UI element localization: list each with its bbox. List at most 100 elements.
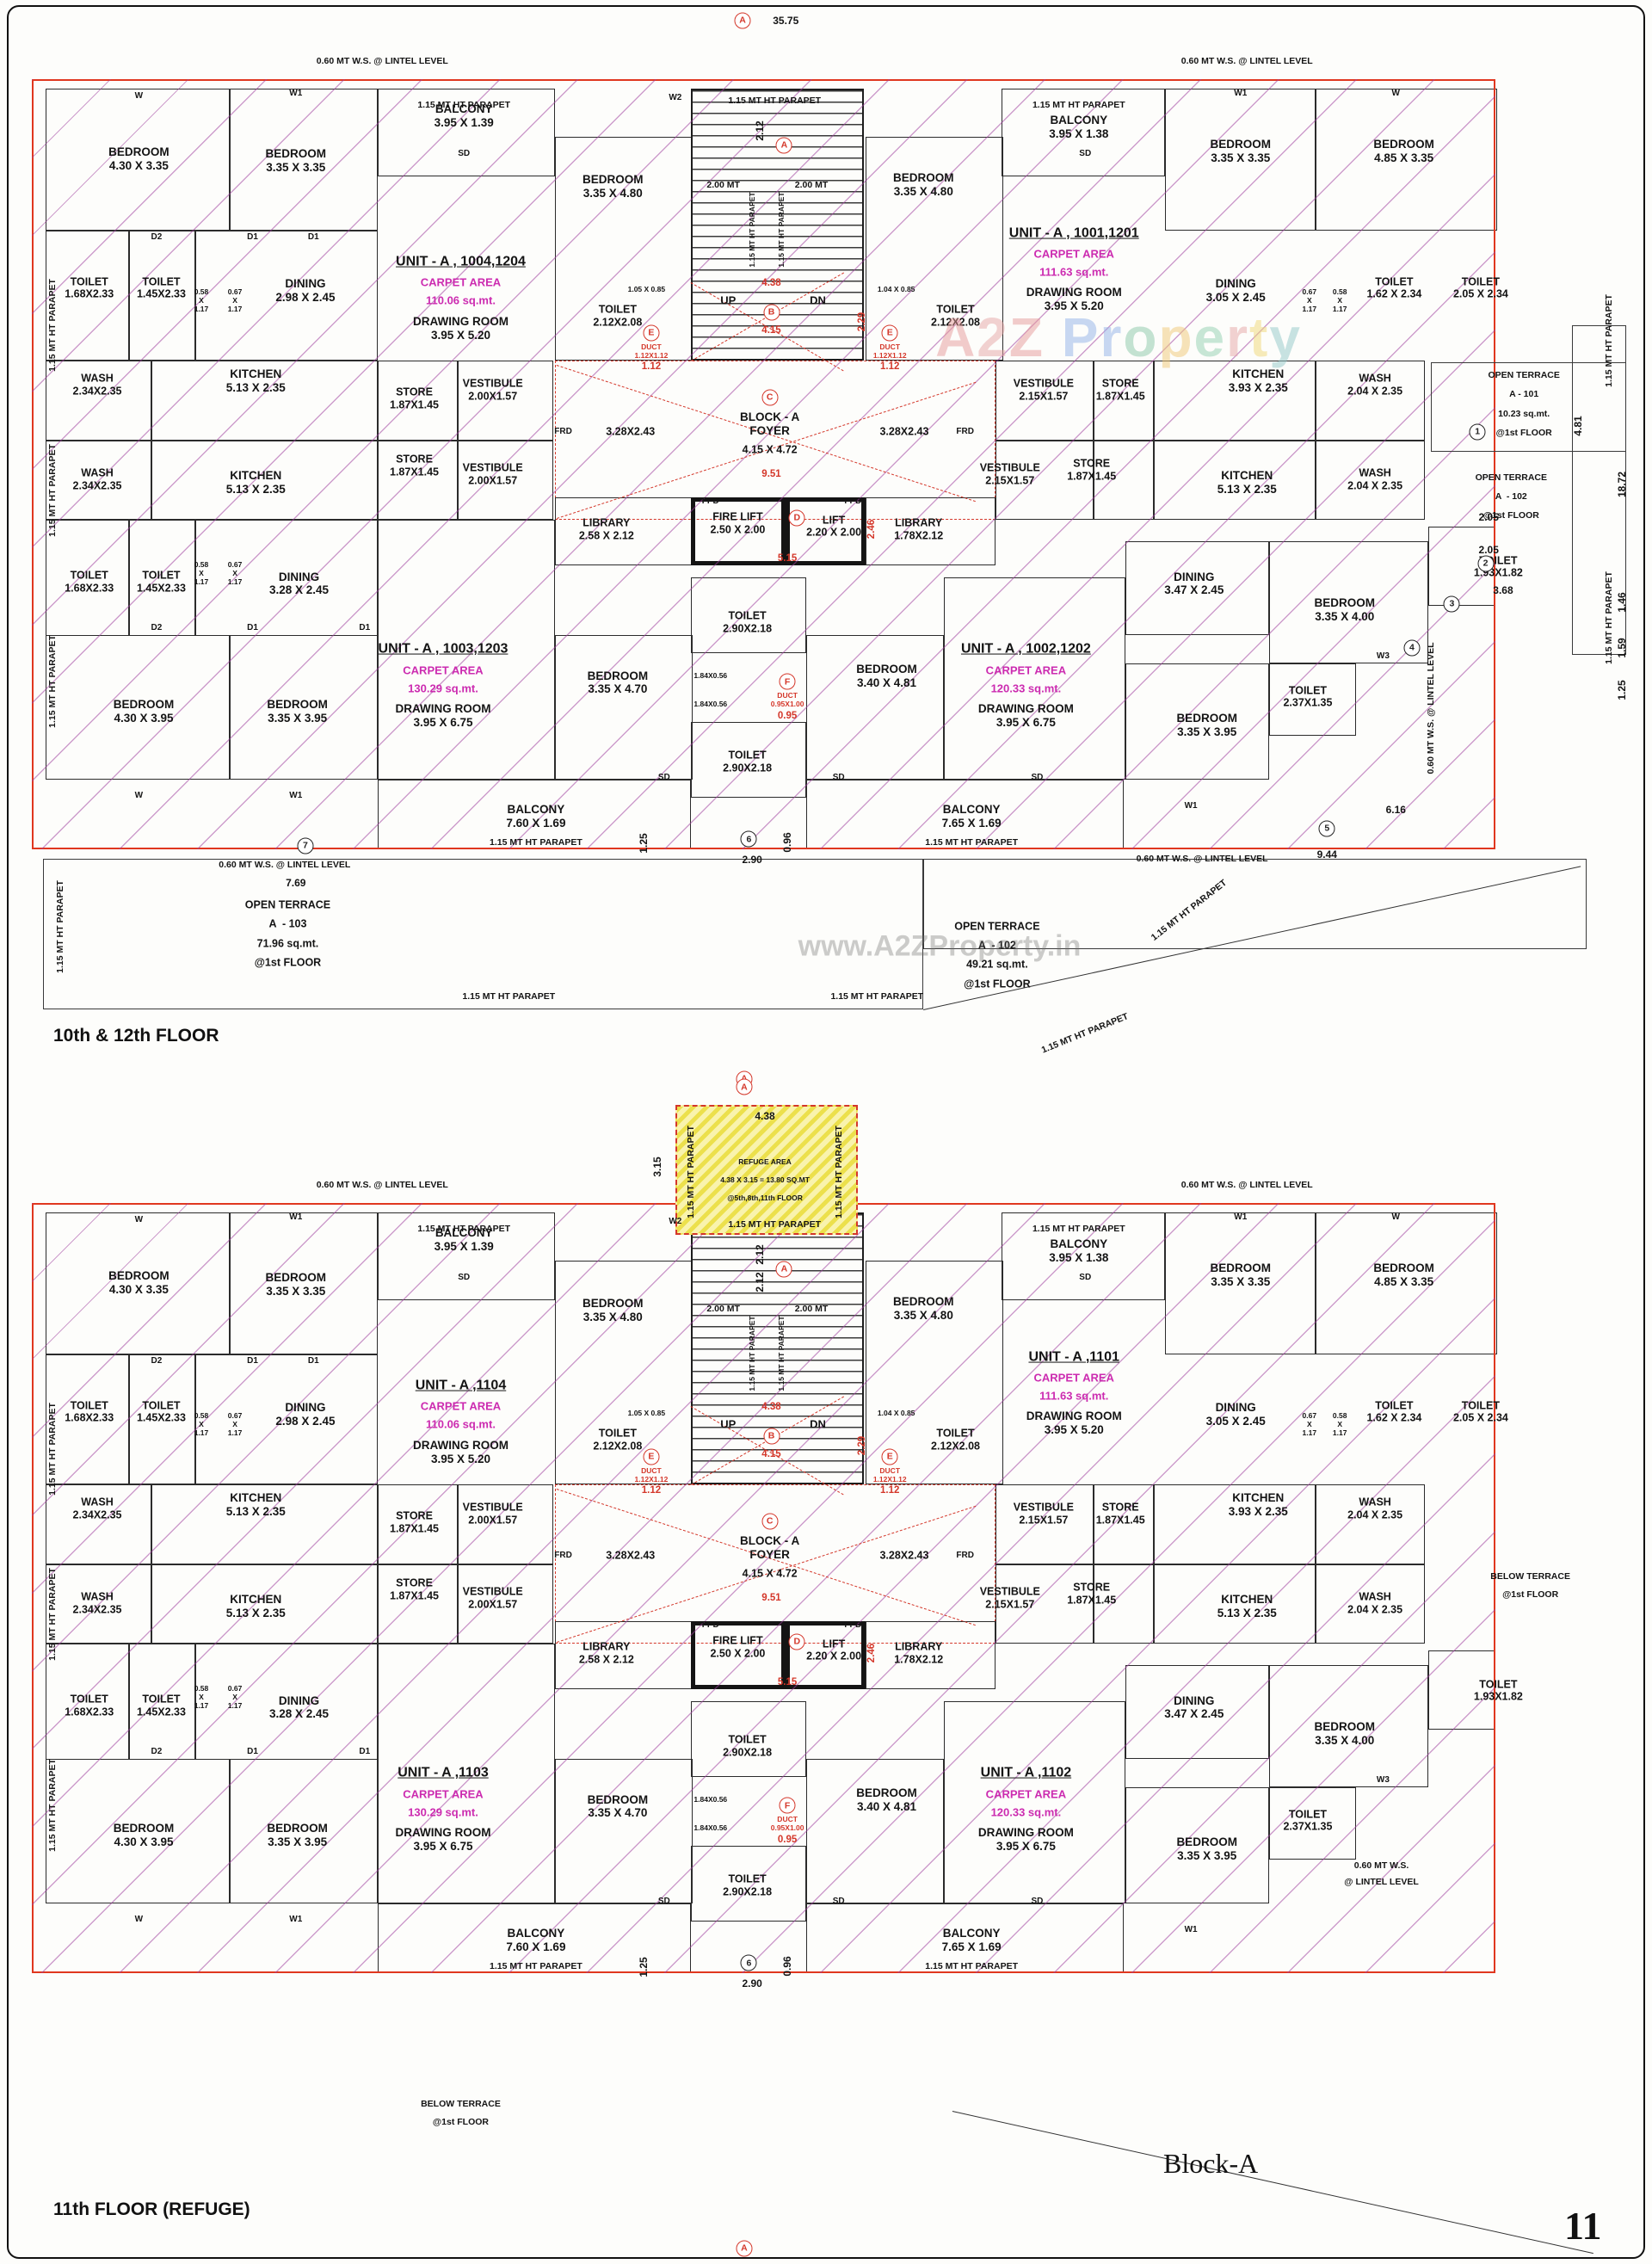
plan-label: FPD [844,497,862,507]
plan-label: SD [458,148,471,158]
plan-label: WASH 2.34X2.35 [72,1496,122,1521]
plan-label: TOILET 1.68X2.33 [65,569,114,595]
plan-label: KITCHEN 5.13 X 2.35 [225,1593,286,1619]
plan-label: BEDROOM 3.35 X 3.95 [1176,712,1237,739]
plan-label: DRAWING ROOM 3.95 X 5.20 [1026,286,1122,313]
plan-label: @ LINTEL LEVEL [1344,1877,1419,1888]
plan-label: 18.72 [1615,472,1628,498]
plan-label: 3.68 [1493,583,1513,596]
plan-label: 1.15 MT HT PARAPET [833,1126,844,1219]
plan-label: D2 [151,623,163,633]
plan-label: 0.60 MT W.S. @ LINTEL LEVEL [316,55,448,66]
plan-label: BEDROOM 3.35 X 3.35 [265,1271,327,1299]
plan-label: W [134,1215,144,1225]
plan-label: DINING 3.47 X 2.45 [1164,1693,1224,1721]
plan-label: DN [810,1417,826,1431]
plan-label: 1.15 MT HT PARAPET [490,836,583,848]
plan-label: C [761,389,779,406]
plan-label: SD [1031,772,1044,782]
plan-label: TOILET 2.37X1.35 [1283,683,1333,709]
plan-label: UP [720,293,737,307]
plan-label: STORE 1.87X1.45 [1095,1501,1145,1527]
plan-label: 1.15 MT HT PARAPET [776,191,786,268]
plan-label: DUCT 1.12X1.12 [634,342,669,360]
plan-label: BEDROOM 3.40 X 4.81 [856,663,917,690]
plan-label: 10.23 sq.mt. [1498,408,1550,419]
plan-label: 3 [1443,595,1460,613]
plan-label: 4.38 X 3.15 = 13.80 SQ.MT [720,1175,810,1184]
plan-label: SD [657,1896,670,1906]
plan-label: 3.28X2.43 [606,425,656,438]
plan-label: D2 [151,1356,163,1366]
plan-label: BEDROOM 3.35 X 3.35 [265,147,327,175]
plan-label: 0.67 X 1.17 [227,1411,243,1438]
plan-label: 1.59 [1615,638,1628,658]
plan-label: OPEN TERRACE [1488,369,1560,380]
plan-label: BEDROOM 4.30 X 3.35 [108,145,170,172]
plan-label: TOILET 2.05 X 2.34 [1452,275,1508,300]
plan-label: BALCONY 3.95 X 1.38 [1049,1237,1109,1264]
plan-label: KITCHEN 3.93 X 2.35 [1228,367,1288,395]
plan-label: W3 [1376,651,1390,661]
plan-label: CARPET AREA [985,663,1067,677]
plan-label: @1st FLOOR [1482,510,1539,521]
plan-label: UNIT - A ,1101 [1028,1349,1119,1365]
plan-label: 2.29 [856,312,867,332]
plan-label: A [734,12,751,29]
plan-label: 1.15 MT HT PARAPET [1603,571,1614,664]
plan-label: 2.00 MT [794,179,829,190]
plan-label: VESTIBULE 2.00X1.57 [462,461,523,487]
plan-label: LIBRARY 1.78X2.12 [894,516,944,542]
plan-label: FRD [956,1550,974,1560]
plan-label: 1 [1469,423,1486,441]
plan-label: FRD [956,426,974,436]
plan-label: BEDROOM 3.35 X 3.95 [267,698,328,725]
plan-label: BEDROOM 4.30 X 3.35 [108,1269,170,1296]
plan-label: BEDROOM 4.85 X 3.35 [1373,138,1434,165]
plan-label: STORE 1.87X1.45 [390,386,439,411]
plan-label: D1 [247,1356,258,1366]
plan-label: A - 103 [268,917,307,930]
plan-label: 49.21 sq.mt. [966,958,1028,971]
plan-label: 4.15 X 4.72 [742,443,798,456]
plan-label: VESTIBULE 2.15X1.57 [979,461,1040,487]
plan-label: DINING 2.98 X 2.45 [275,1401,336,1428]
plan-label: 0.60 MT W.S. @ LINTEL LEVEL [316,1179,448,1190]
plan-label: VESTIBULE 2.15X1.57 [979,1585,1040,1611]
plan-label: 1.12 [641,361,662,373]
plan-label: W [1391,1212,1401,1223]
plan-label: DINING 3.05 X 2.45 [1205,1401,1266,1428]
plan-label: DINING 2.98 X 2.45 [275,277,336,305]
plan-label: 71.96 sq.mt. [256,937,319,950]
plan-label: @1st FLOOR [254,956,322,969]
plan-label: TOILET 2.12X2.08 [593,1427,643,1452]
plan-label: 5.15 [777,1677,798,1688]
plan-label: FPD [844,1620,862,1631]
plan-label: BEDROOM 3.35 X 4.70 [587,669,649,696]
plan-label: 0.60 MT W.S. @ LINTEL LEVEL [1180,1179,1313,1190]
plan-label: 0.96 [781,832,794,853]
plan-label: KITCHEN 3.93 X 2.35 [1228,1491,1288,1519]
plan-label: F [779,673,796,690]
plan-label: @1st FLOOR [1502,1589,1559,1601]
refuge-area [675,1105,858,1236]
plan-label: SD [1079,1272,1092,1282]
plan-label: 1.15 MT HT PARAPET [830,991,924,1002]
plan-label: 4.38 [761,277,781,288]
plan-label: 4.38 [755,1109,775,1122]
plan-label: STORE 1.87X1.45 [390,1576,439,1602]
plan-label: 1.46 [1615,591,1628,613]
plan-label: A [775,137,792,154]
plan-label: 4.15 X 4.72 [742,1567,798,1580]
plan-label: A - 102 [1495,490,1527,502]
plan-label: STORE 1.87X1.45 [390,453,439,478]
plan-label: 0.60 MT W.S. @ LINTEL LEVEL [1180,55,1313,66]
plan-label: UNIT - A ,1104 [415,1378,507,1393]
plan-label: KITCHEN 5.13 X 2.35 [1217,469,1277,496]
plan-label: W1 [1184,1925,1198,1935]
plan-label: 1.15 MT HT PARAPET [748,1315,757,1391]
plan-label: CARPET AREA [420,1399,502,1413]
plan-label: 1.05 X 0.85 [627,1408,666,1417]
plan-label: W [1391,89,1401,99]
